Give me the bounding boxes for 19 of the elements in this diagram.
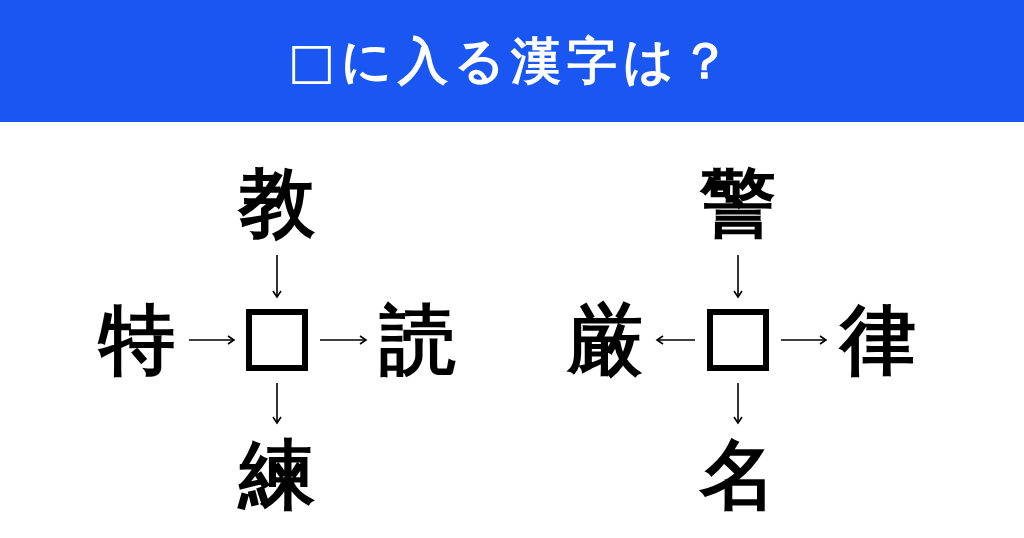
kanji-character: 厳 [565,300,645,380]
title: □に入る漢字は？ [287,36,737,86]
kanji-character: 警 [698,163,778,243]
kanji-character: 名 [698,435,778,515]
arrow [188,335,235,345]
arrow [780,335,827,345]
blank-square [246,309,308,371]
kanji-character: 特 [97,300,177,380]
blank-square [707,309,769,371]
arrow [733,254,743,298]
arrow [319,335,367,345]
arrow [656,335,696,345]
kanji-character: 律 [838,300,918,380]
kanji-character: 読 [378,300,458,380]
arrow [272,382,282,424]
arrow [733,382,743,424]
arrow [272,254,282,298]
kanji-character: 練 [237,435,317,515]
kanji-character: 教 [237,163,317,243]
